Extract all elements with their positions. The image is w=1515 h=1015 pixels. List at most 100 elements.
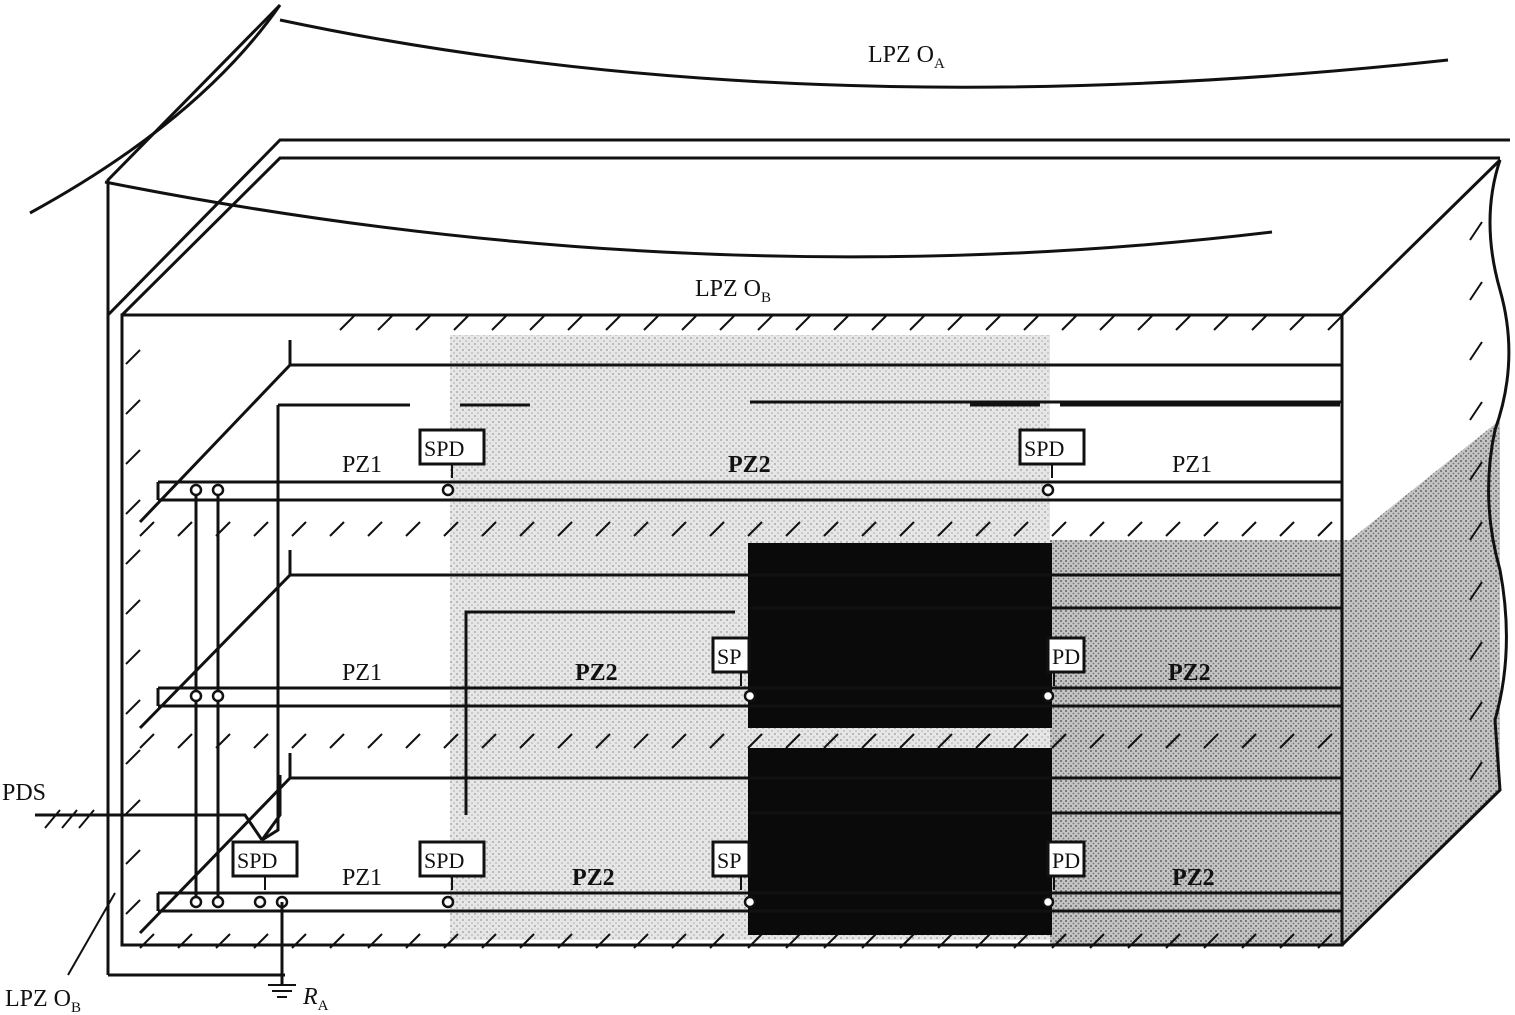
hatch-mark bbox=[1469, 221, 1483, 241]
terminal-connector bbox=[211, 483, 225, 497]
hatch-mark bbox=[125, 349, 141, 365]
hatch-mark bbox=[1127, 733, 1143, 749]
hatch-mark bbox=[823, 933, 839, 949]
hatch-mark bbox=[529, 315, 545, 331]
floor1-left-zone: PZ1 bbox=[342, 452, 382, 478]
hatch-mark bbox=[329, 733, 345, 749]
hatch-mark bbox=[177, 733, 193, 749]
hatch-mark bbox=[125, 499, 141, 515]
equipotential-bar bbox=[156, 480, 1342, 502]
hatch-mark bbox=[1023, 315, 1039, 331]
hatch-mark bbox=[861, 521, 877, 537]
hatch-mark bbox=[747, 521, 763, 537]
hatch-mark bbox=[899, 733, 915, 749]
hatch-mark bbox=[1469, 521, 1483, 541]
hatch-mark bbox=[491, 315, 507, 331]
hatch-mark bbox=[1165, 933, 1181, 949]
hatch-mark bbox=[1241, 933, 1257, 949]
hatch-mark bbox=[709, 733, 725, 749]
hatch-mark bbox=[125, 399, 141, 415]
hatch-mark bbox=[1013, 733, 1029, 749]
hatch-mark bbox=[519, 733, 535, 749]
hatch-mark bbox=[557, 733, 573, 749]
hatch-mark bbox=[1279, 733, 1295, 749]
hatch-mark bbox=[125, 599, 141, 615]
hatch-mark bbox=[329, 933, 345, 949]
spd-box: PD bbox=[1046, 840, 1086, 890]
hatch-mark bbox=[595, 521, 611, 537]
hatch-mark bbox=[757, 315, 773, 331]
hatch-mark bbox=[1241, 733, 1257, 749]
hatch-mark bbox=[1137, 315, 1153, 331]
hatch-mark bbox=[1203, 933, 1219, 949]
hatch-mark bbox=[125, 899, 141, 915]
floor-line bbox=[138, 753, 292, 935]
hatch-mark bbox=[291, 521, 307, 537]
hatch-mark bbox=[671, 933, 687, 949]
hatch-mark bbox=[253, 521, 269, 537]
hatch-mark bbox=[1317, 521, 1333, 537]
spd-box: SPD bbox=[231, 840, 299, 890]
hatch-mark bbox=[377, 315, 393, 331]
hatch-mark bbox=[415, 315, 431, 331]
hatch-mark bbox=[139, 521, 155, 537]
air-termination-lines bbox=[29, 4, 1449, 259]
hatch-mark bbox=[823, 521, 839, 537]
hatch-mark bbox=[1013, 933, 1029, 949]
hatch-mark bbox=[1289, 315, 1305, 331]
hatch-mark bbox=[1089, 933, 1105, 949]
hatch-mark bbox=[177, 933, 193, 949]
hatch-mark bbox=[785, 933, 801, 949]
floor2-left-zone: PZ1 bbox=[342, 660, 382, 686]
hatch-mark bbox=[1099, 315, 1115, 331]
hatch-mark bbox=[367, 521, 383, 537]
hatch-mark bbox=[747, 733, 763, 749]
ra-label: RA bbox=[302, 984, 329, 1014]
hatch-mark bbox=[671, 521, 687, 537]
floor-line bbox=[138, 550, 292, 730]
hatch-mark bbox=[125, 849, 141, 865]
spd-label: SP bbox=[717, 644, 741, 669]
hatch-mark bbox=[1089, 521, 1105, 537]
hatch-mark bbox=[253, 933, 269, 949]
hatch-mark bbox=[1241, 521, 1257, 537]
spd-box: PD bbox=[1046, 636, 1086, 686]
spd-box: SPD bbox=[1018, 428, 1086, 478]
pz3-zone-floor2 bbox=[748, 543, 1052, 728]
terminal-connector bbox=[211, 895, 225, 909]
spd-box: SPD bbox=[418, 840, 486, 890]
hatch-mark bbox=[339, 315, 355, 331]
hatch-mark bbox=[405, 933, 421, 949]
hatch-mark bbox=[937, 933, 953, 949]
terminal-connector bbox=[211, 689, 225, 703]
hatch-mark bbox=[481, 733, 497, 749]
floor-slab-hatching bbox=[125, 221, 1483, 949]
pz3-zone-floor3 bbox=[748, 748, 1052, 935]
hatch-mark bbox=[975, 933, 991, 949]
hatch-mark bbox=[785, 521, 801, 537]
hatch-mark bbox=[1469, 581, 1483, 601]
hatch-mark bbox=[125, 799, 141, 815]
hatch-mark bbox=[1089, 733, 1105, 749]
terminal-connector bbox=[1041, 483, 1055, 497]
hatch-mark bbox=[291, 733, 307, 749]
equipotential-bar bbox=[156, 686, 1342, 708]
hatch-mark bbox=[937, 733, 953, 749]
hatch-mark bbox=[125, 699, 141, 715]
hatch-mark bbox=[1279, 933, 1295, 949]
hatch-mark bbox=[709, 933, 725, 949]
hatch-mark bbox=[1061, 315, 1077, 331]
hatch-mark bbox=[861, 933, 877, 949]
terminal-connector bbox=[1041, 895, 1055, 909]
hatch-mark bbox=[985, 315, 1001, 331]
hatch-mark bbox=[1213, 315, 1229, 331]
floor3-middle-zone: PZ2 bbox=[572, 865, 615, 891]
hatch-mark bbox=[405, 521, 421, 537]
hatch-mark bbox=[947, 315, 963, 331]
hatch-mark bbox=[823, 733, 839, 749]
hatch-mark bbox=[367, 933, 383, 949]
floor3-right-zone: PZ2 bbox=[1172, 865, 1215, 891]
floor2-right-zone: PZ2 bbox=[1168, 660, 1211, 686]
hatch-mark bbox=[443, 733, 459, 749]
hatch-mark bbox=[139, 733, 155, 749]
